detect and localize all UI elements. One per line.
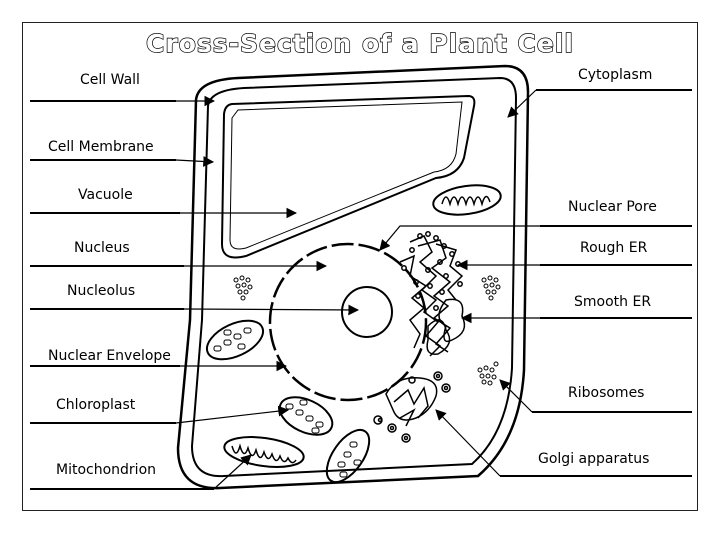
vacuole-inner	[229, 101, 463, 250]
ribosome-cluster-left	[233, 275, 253, 301]
diagram-frame	[22, 22, 698, 511]
endoplasmic-reticulum	[399, 231, 466, 357]
label-rough-er: Rough ER	[580, 240, 648, 256]
label-chloroplast: Chloroplast	[56, 397, 136, 413]
label-cell-membrane: Cell Membrane	[48, 139, 154, 155]
label-smooth-er: Smooth ER	[574, 294, 652, 310]
golgi-apparatus	[373, 371, 451, 443]
nuclear-envelope	[268, 242, 428, 402]
label-mitochondrion: Mitochondrion	[56, 462, 157, 478]
cell-wall	[176, 64, 530, 490]
pointer-arrows	[175, 89, 540, 490]
label-ribosomes: Ribosomes	[568, 385, 645, 401]
label-cell-wall: Cell Wall	[80, 72, 140, 88]
label-nuclear-pore: Nuclear Pore	[568, 199, 657, 215]
label-nuclear-envelope: Nuclear Envelope	[48, 348, 171, 364]
label-underlines-left	[30, 100, 214, 490]
label-cytoplasm: Cytoplasm	[578, 67, 653, 83]
label-nucleus: Nucleus	[74, 240, 130, 256]
label-vacuole: Vacuole	[78, 187, 133, 203]
chloroplast-left	[205, 319, 265, 361]
label-nucleolus: Nucleolus	[67, 283, 136, 299]
ribosome-cluster-lower-right	[477, 361, 499, 386]
mitochondrion-upper	[432, 184, 502, 216]
chloroplast-bottom	[325, 428, 371, 484]
label-underlines-right	[500, 89, 692, 477]
diagram-title: Cross-Section of a Plant Cell	[146, 29, 574, 58]
label-golgi-apparatus: Golgi apparatus	[538, 451, 650, 467]
vacuole	[220, 94, 476, 259]
nucleolus	[341, 286, 393, 338]
mitochondrion-lower	[223, 436, 305, 468]
ribosome-cluster-right	[481, 275, 501, 301]
